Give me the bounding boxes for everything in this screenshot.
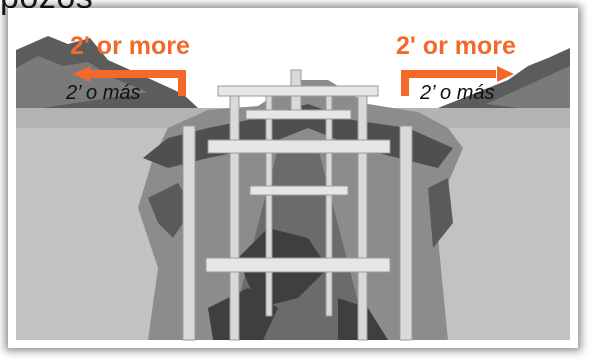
left-distance-label-spanish: 2’ o más <box>66 82 140 105</box>
safety-illustration-frame: 2' or more 2’ o más 2' or more 2’ o más <box>8 8 578 348</box>
right-distance-label: 2' or more <box>396 32 516 61</box>
left-distance-label: 2' or more <box>70 32 190 61</box>
right-distance-label-spanish: 2’ o más <box>420 82 494 105</box>
